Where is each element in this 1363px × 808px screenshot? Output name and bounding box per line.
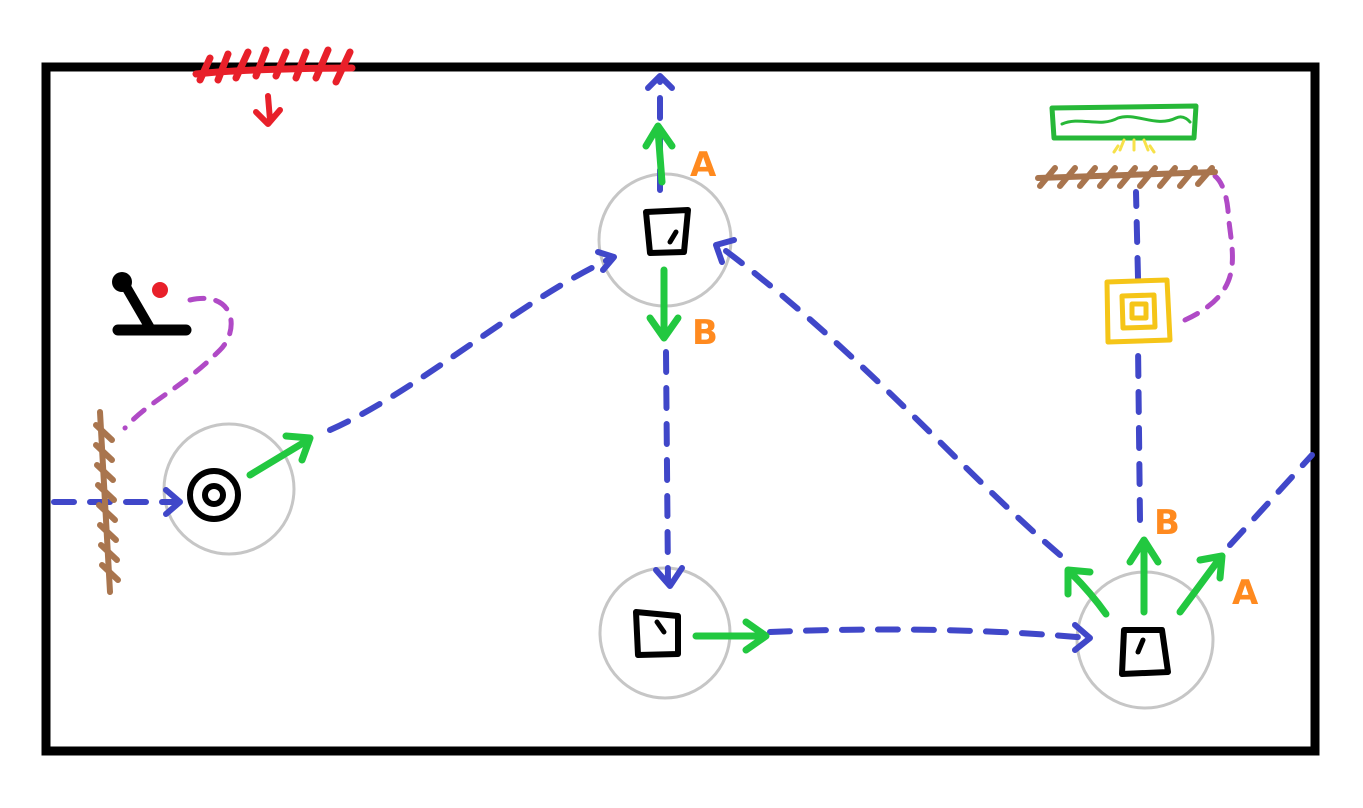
beam-bottom-to-right: [767, 626, 1091, 641]
beam-head-bottom-in: [653, 565, 685, 589]
beam-box-to-receiver: [1133, 189, 1141, 281]
target-ring-icon: [187, 468, 241, 522]
arrow-right-left: [1064, 566, 1110, 618]
beam-right-exit: [1227, 452, 1315, 548]
beam-emitter-to-top: [327, 255, 615, 433]
beam-head-entry: [163, 487, 183, 517]
top-splitter-icon: [643, 207, 691, 256]
lever-knob: [152, 282, 168, 298]
arrow-top-a: [642, 122, 676, 186]
direction-arrows: [246, 122, 1226, 654]
port-labels: A B B A: [690, 145, 1259, 613]
arrow-right-a: [1176, 552, 1226, 616]
beam-head-top-splitter-in: [595, 249, 617, 273]
arrow-right-b: [1126, 536, 1162, 616]
wires: [122, 173, 1235, 431]
bottom-splitter-icon: [633, 609, 681, 658]
left-wall: [93, 409, 121, 595]
target-box-icon: [1104, 277, 1173, 345]
receiver-glow: [1112, 138, 1156, 154]
label-top-b: B: [692, 313, 718, 353]
wire-lever-to-wall: [122, 295, 234, 431]
lever-switch-icon: [112, 272, 192, 336]
label-right-b: B: [1154, 503, 1180, 543]
beam-head-top-return: [713, 237, 737, 265]
beam-arrowheads: [163, 73, 1093, 653]
right-shelf: [1035, 165, 1218, 189]
beam-head-right-in: [1072, 622, 1093, 653]
receiver-panel-icon: [1049, 103, 1199, 154]
label-top-a: A: [690, 145, 717, 185]
arrow-emitter-out: [246, 432, 314, 479]
arrow-top-b: [646, 266, 682, 342]
beam-right-to-top: [715, 242, 1063, 558]
hatched-hazard-icon: [192, 46, 356, 127]
arrow-bottom-out: [692, 618, 770, 654]
beam-top-down: [663, 349, 671, 585]
label-right-a: A: [1232, 573, 1259, 613]
right-splitter-icon: [1119, 627, 1171, 677]
wire-box-to-panel: [1182, 173, 1235, 323]
hazard-down-arrow-icon: [253, 93, 283, 127]
beam-head-up-exit: [645, 73, 675, 91]
beam-right-up-to-box: [1135, 342, 1143, 523]
